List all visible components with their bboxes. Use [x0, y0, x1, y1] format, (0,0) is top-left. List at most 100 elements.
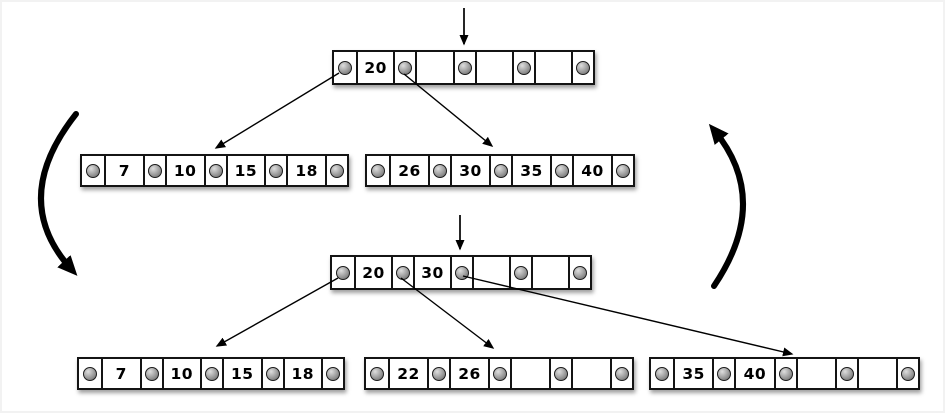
key-cell — [474, 52, 512, 83]
pointer-cell — [489, 156, 511, 185]
pointer-dot-icon — [457, 60, 472, 75]
pointer-cell — [712, 359, 734, 388]
pointer-cell — [428, 156, 450, 185]
pointer-dot-icon — [555, 163, 569, 178]
pointer-cell — [611, 156, 633, 185]
key-cell — [531, 257, 568, 288]
child-pointer-arrow-after-left — [215, 277, 339, 347]
pointer-cell — [325, 156, 347, 185]
pointer-dot-icon — [330, 163, 344, 178]
key-cell: 20 — [356, 52, 393, 83]
pointer-dot-icon — [144, 366, 159, 381]
key-cell: 26 — [449, 359, 488, 388]
pointer-cell — [550, 156, 572, 185]
pointer-cell — [511, 52, 534, 83]
pointer-dot-icon — [717, 366, 732, 381]
key-cell — [533, 52, 571, 83]
pointer-cell — [651, 359, 673, 388]
key-cell: 35 — [511, 156, 550, 185]
key-cell: 40 — [734, 359, 773, 388]
key-cell: 15 — [225, 156, 265, 185]
pointer-dot-icon — [398, 60, 413, 75]
pointer-dot-icon — [493, 366, 507, 381]
pointer-dot-icon — [336, 265, 350, 280]
key-cell — [472, 257, 509, 288]
pointer-cell — [427, 359, 449, 388]
cycle-arrow-right-icon — [708, 123, 746, 289]
pointer-cell — [549, 359, 571, 388]
pointer-dot-icon — [86, 163, 100, 178]
pointer-cell — [366, 359, 388, 388]
pointer-dot-icon — [576, 60, 590, 75]
key-cell — [415, 52, 452, 83]
key-cell: 15 — [222, 359, 261, 388]
pointer-dot-icon — [839, 366, 854, 381]
pointer-cell — [391, 257, 413, 288]
pointer-cell — [139, 359, 162, 388]
pointer-dot-icon — [396, 265, 410, 280]
pointer-dot-icon — [338, 60, 352, 75]
btree-node-after-leaf-2: 22 26 — [364, 357, 634, 390]
pointer-cell — [834, 359, 857, 388]
key-cell — [795, 359, 835, 388]
btree-node-before-root: 20 — [332, 50, 595, 85]
pointer-cell — [450, 257, 472, 288]
pointer-dot-icon — [147, 163, 162, 178]
pointer-dot-icon — [494, 163, 508, 178]
pointer-dot-icon — [455, 265, 469, 280]
pointer-cell — [79, 359, 101, 388]
pointer-cell — [509, 257, 531, 288]
pointer-cell — [393, 52, 415, 83]
pointer-dot-icon — [208, 163, 223, 178]
pointer-cell — [334, 52, 356, 83]
key-cell: 10 — [164, 156, 204, 185]
pointer-cell — [264, 156, 286, 185]
btree-node-before-leaf-1: 7 10 15 18 — [80, 154, 349, 187]
pointer-cell — [332, 257, 354, 288]
pointer-dot-icon — [514, 265, 528, 280]
key-cell: 40 — [572, 156, 611, 185]
pointer-dot-icon — [615, 366, 629, 381]
pointer-dot-icon — [433, 163, 447, 178]
key-cell: 20 — [354, 257, 391, 288]
pointer-dot-icon — [554, 366, 568, 381]
pointer-cell — [488, 359, 510, 388]
pointer-dot-icon — [265, 366, 280, 381]
pointer-cell — [452, 52, 475, 83]
pointer-cell — [571, 52, 593, 83]
key-cell: 26 — [389, 156, 428, 185]
pointer-dot-icon — [516, 60, 531, 75]
pointer-dot-icon — [432, 366, 446, 381]
pointer-cell — [367, 156, 389, 185]
pointer-dot-icon — [371, 163, 385, 178]
pointer-dot-icon — [269, 163, 284, 178]
key-cell — [856, 359, 896, 388]
pointer-dot-icon — [655, 366, 669, 381]
key-cell: 7 — [104, 156, 143, 185]
key-cell: 30 — [413, 257, 450, 288]
pointer-dot-icon — [83, 366, 97, 381]
key-cell: 22 — [388, 359, 427, 388]
btree-node-before-leaf-2: 26 30 35 40 — [365, 154, 635, 187]
pointer-cell — [203, 156, 226, 185]
pointer-cell — [568, 257, 590, 288]
key-cell — [571, 359, 610, 388]
pointer-dot-icon — [901, 366, 915, 381]
pointer-dot-icon — [326, 366, 340, 381]
pointer-dot-icon — [778, 366, 793, 381]
btree-node-after-root: 20 30 — [330, 255, 592, 290]
pointer-cell — [896, 359, 918, 388]
key-cell: 18 — [286, 156, 325, 185]
key-cell: 10 — [161, 359, 201, 388]
key-cell: 30 — [450, 156, 489, 185]
pointer-cell — [773, 359, 796, 388]
pointer-dot-icon — [573, 265, 587, 280]
pointer-dot-icon — [370, 366, 384, 381]
key-cell — [510, 359, 549, 388]
pointer-cell — [610, 359, 632, 388]
pointer-cell — [82, 156, 104, 185]
key-cell: 35 — [673, 359, 712, 388]
pointer-cell — [200, 359, 222, 388]
pointer-cell — [142, 156, 165, 185]
